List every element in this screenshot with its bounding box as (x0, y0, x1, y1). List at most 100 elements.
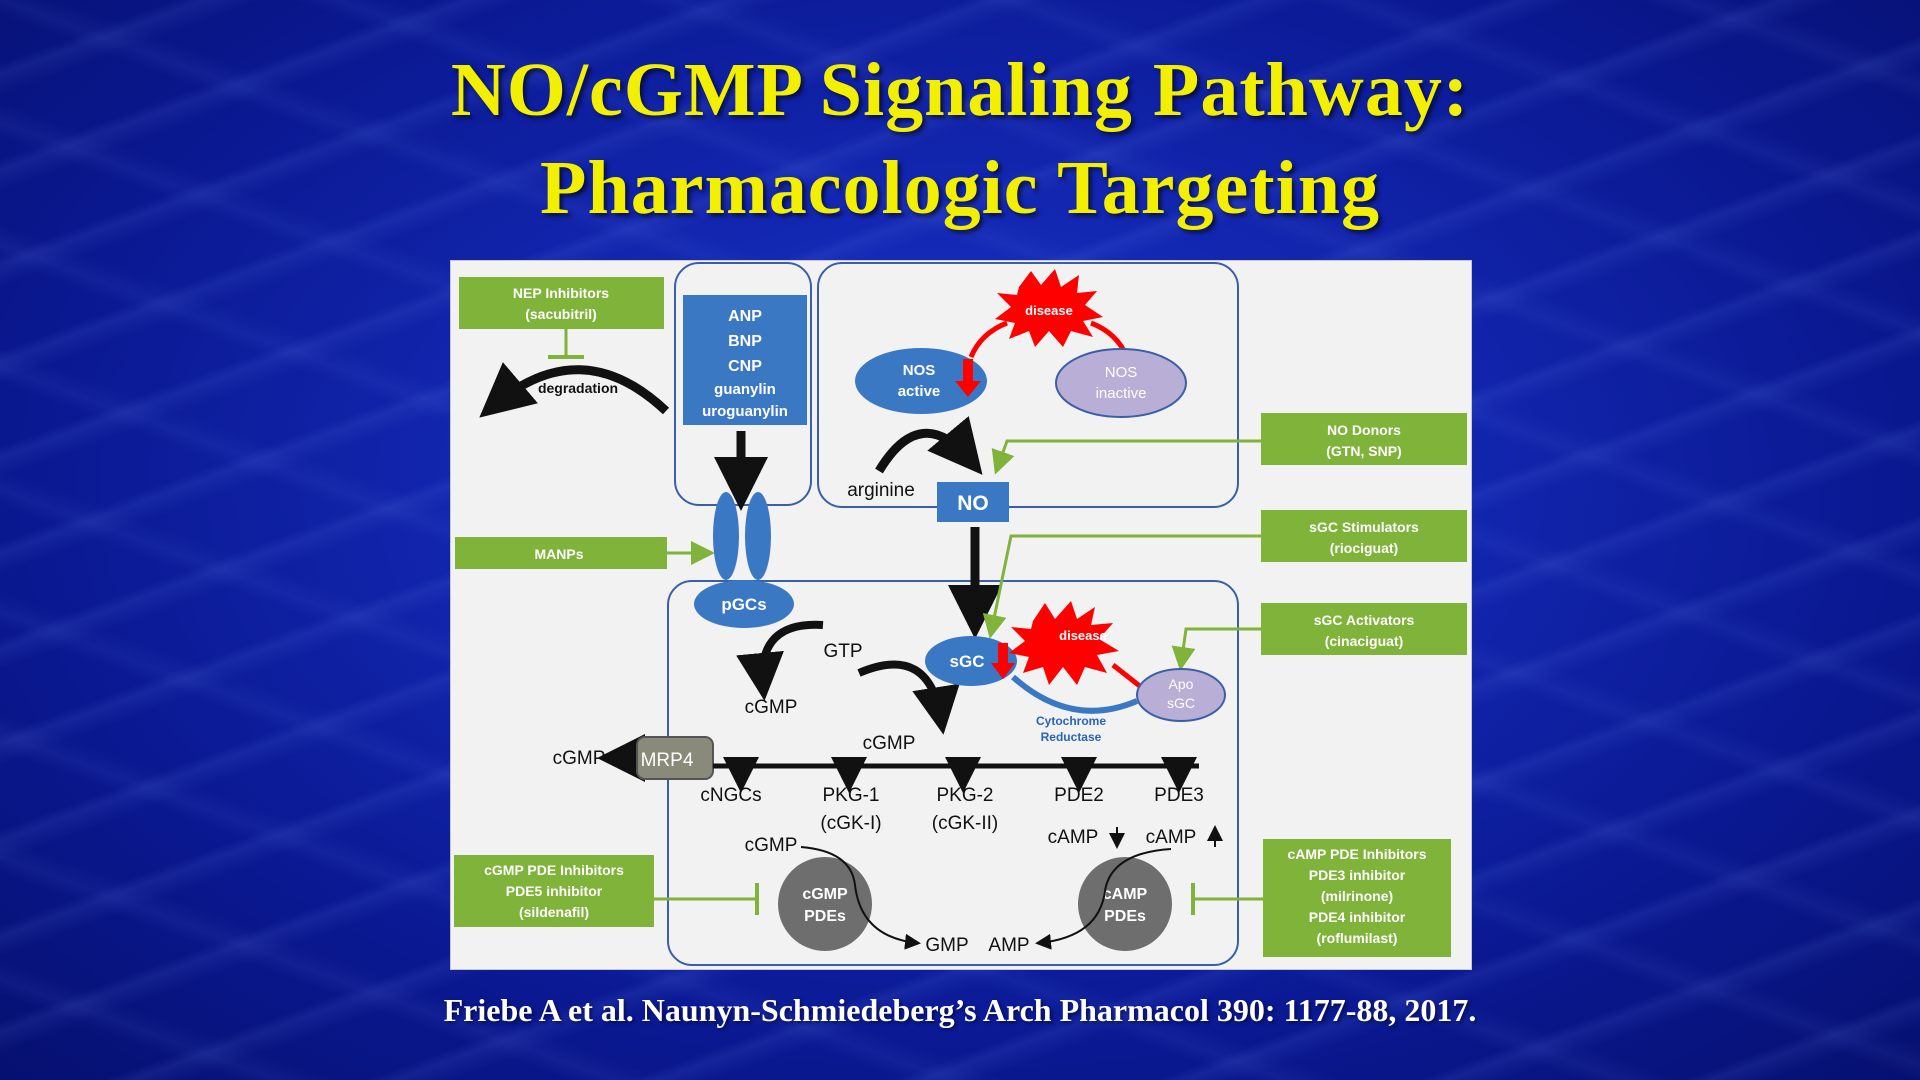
effector-pde3: PDE3 (1154, 785, 1204, 806)
nos-active-node (855, 348, 987, 414)
camp-pdes-line2: PDEs (1104, 908, 1146, 925)
cgmp-efflux-label: cGMP (553, 748, 606, 769)
cgmp-pdes-line1: cGMP (802, 886, 848, 903)
cgmp-pdes-line2: PDEs (804, 908, 846, 925)
effector-pde2: PDE2 (1054, 785, 1104, 806)
amp-label: AMP (988, 935, 1029, 956)
nos-down-arrow-shaft (963, 359, 973, 383)
degradation-label: degradation (538, 380, 618, 396)
cgmp-right-label: cGMP (863, 733, 916, 754)
cgmp-pde-inhibitors-box (454, 855, 654, 927)
apo-sgc-line1: Apo (1169, 676, 1194, 692)
pgc-receptor-right (745, 492, 771, 580)
disease-burst-mid (1009, 601, 1119, 685)
slide-title-line2: Pharmacologic Targeting (540, 146, 1380, 230)
sgc-down-arrow-head (991, 663, 1015, 679)
disease-label-mid: disease (1059, 628, 1107, 643)
effector-cngcs: cNGCs (700, 785, 761, 806)
gtp-label: GTP (823, 641, 862, 662)
cgmp-pdes-node (778, 857, 872, 951)
peptide-uroguanylin: uroguanylin (702, 403, 788, 420)
nos-active-line1: NOS (903, 362, 936, 379)
cgmp-pde-inhibitors-line1: cGMP PDE Inhibitors (484, 862, 624, 878)
nos-active-line2: active (898, 383, 941, 400)
gtp-to-cgmp-arc-right (857, 660, 960, 735)
pgcs-label: pGCs (721, 595, 766, 614)
peptide-guanylin: guanylin (714, 381, 776, 398)
nep-inhibitors-label: NEP Inhibitors (513, 285, 609, 301)
sgc-activators-drug: (cinaciguat) (1325, 633, 1404, 649)
degradation-arrow (479, 362, 670, 418)
nep-inhibitors-box (459, 277, 664, 329)
cgmp-hydrolysis-arrow (800, 846, 921, 950)
nos-inactive-line1: NOS (1105, 364, 1138, 381)
effector-pkg1-line2: (cGK-I) (820, 813, 881, 834)
pathway-diagram: NEP Inhibitors (sacubitril) degradation … (454, 262, 1467, 966)
mrp4-label: MRP4 (641, 750, 694, 771)
peptide-bnp: BNP (728, 333, 762, 350)
disease-burst-top (995, 269, 1103, 347)
arginine-label: arginine (847, 480, 915, 501)
no-donors-box (1261, 413, 1467, 465)
apo-sgc-node (1136, 668, 1226, 722)
disease-top-arrow-left (968, 320, 1008, 359)
camp-pde-inhibitors-box (1263, 839, 1451, 957)
nos-down-arrow-head (955, 381, 981, 397)
apo-sgc-line2: sGC (1167, 695, 1195, 711)
sgc-label: sGC (950, 652, 985, 671)
cytochrome-line1: Cytochrome (1036, 714, 1106, 728)
slide-title-line1: NO/cGMP Signaling Pathway: (450, 48, 1470, 132)
sgc-activators-box (1261, 603, 1467, 655)
sgc-stimulators-label: sGC Stimulators (1309, 519, 1419, 535)
nos-inactive-node (1055, 348, 1187, 418)
nos-inactive-line2: inactive (1096, 385, 1147, 402)
camp-pde-inhibitors-line3: (milrinone) (1321, 888, 1393, 904)
camp-pdes-line1: cAMP (1103, 886, 1148, 903)
gtp-to-cgmp-arc-left (736, 620, 824, 701)
no-donors-drug: (GTN, SNP) (1326, 443, 1401, 459)
camp-pde-inhibitors-line2: PDE3 inhibitor (1309, 867, 1406, 883)
effector-pkg1-line1: PKG-1 (822, 785, 879, 806)
sgc-stimulators-drug: (riociguat) (1330, 540, 1398, 556)
no-label: NO (957, 492, 989, 515)
effector-pkg2-line2: (cGK-II) (932, 813, 999, 834)
camp-pde-inhibitors-line1: cAMP PDE Inhibitors (1288, 846, 1427, 862)
cgmp-pde-inhibitors-line2: PDE5 inhibitor (506, 883, 603, 899)
no-donors-label: NO Donors (1327, 422, 1401, 438)
sgc-stimulators-arrow (982, 534, 1261, 639)
arginine-conversion-arrow (875, 416, 983, 475)
camp-pde-inhibitors-line5: (roflumilast) (1317, 930, 1398, 946)
pgcs-node (694, 580, 794, 628)
sgc-node (925, 636, 1017, 686)
peptide-anp: ANP (728, 308, 762, 325)
cytochrome-line2: Reductase (1041, 730, 1102, 744)
effector-pkg2-line1: PKG-2 (936, 785, 993, 806)
no-donors-arrow (991, 439, 1261, 475)
citation: Friebe A et al. Naunyn-Schmiedeberg’s Ar… (443, 992, 1477, 1028)
cgmp-pde-inhibitors-line3: (sildenafil) (519, 904, 589, 920)
cgmp-substrate-label: cGMP (745, 835, 798, 856)
peptide-cnp: CNP (728, 358, 762, 375)
camp-hydrolysis-arrow (1035, 848, 1172, 950)
pgc-receptor-left (713, 492, 739, 580)
camp-pde-inhibitors-line4: PDE4 inhibitor (1309, 909, 1406, 925)
gmp-label: GMP (925, 935, 968, 956)
mrp4-transporter (636, 736, 714, 780)
disease-mid-arrow (1111, 663, 1143, 689)
nos-compartment (817, 262, 1239, 508)
camp-increase-label: cAMP (1146, 827, 1197, 848)
sgc-stimulators-box (1261, 510, 1467, 562)
disease-label-top: disease (1025, 303, 1073, 318)
camp-pdes-node (1078, 857, 1172, 951)
no-box (937, 482, 1009, 522)
cgmp-left-label: cGMP (745, 697, 798, 718)
manps-label: MANPs (534, 546, 583, 562)
cytochrome-cycle-arc (1010, 674, 1139, 714)
nep-inhibitors-drug: (sacubitril) (525, 306, 597, 322)
sgc-activators-arrow (1171, 627, 1261, 671)
peptide-ligands-box (683, 295, 807, 425)
sgc-down-arrow-shaft (998, 643, 1008, 665)
manps-box (455, 537, 667, 569)
camp-decrease-label: cAMP (1048, 827, 1099, 848)
sgc-activators-label: sGC Activators (1314, 612, 1415, 628)
